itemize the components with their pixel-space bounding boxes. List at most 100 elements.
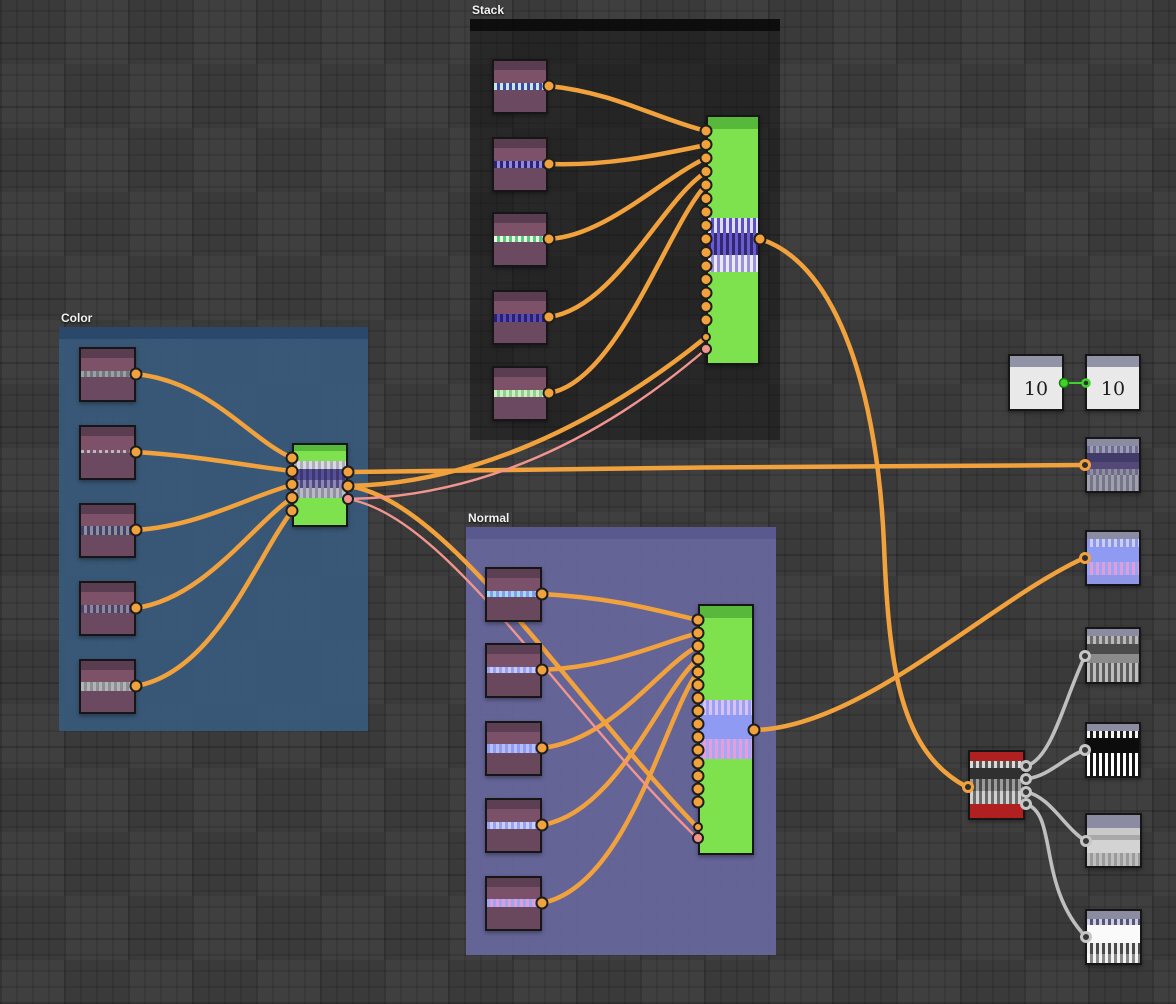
- port-color-merge-in-1[interactable]: [285, 451, 299, 465]
- port-stack-merge-in-2[interactable]: [699, 138, 713, 151]
- wire-color-merge-pink-to-stack-merge[interactable]: [346, 348, 707, 501]
- port-normal-merge-in-8[interactable]: [691, 704, 705, 718]
- port-normal-merge-in-9[interactable]: [691, 717, 705, 731]
- port-stack-merge-in-8[interactable]: [699, 219, 713, 232]
- port-stack-merge-in-3[interactable]: [699, 151, 713, 165]
- port-stack-merge-in-4[interactable]: [699, 165, 713, 178]
- wire-stack-5-to-merge[interactable]: [546, 182, 709, 396]
- port-normal-input-2-out[interactable]: [535, 663, 549, 677]
- port-stack-merge-in-9[interactable]: [699, 232, 713, 246]
- wire-normal-4-to-merge[interactable]: [539, 656, 701, 828]
- node-value-right[interactable]: 10: [1085, 354, 1141, 411]
- port-stack-merge-in-7[interactable]: [699, 205, 713, 219]
- wire-color-5-to-merge[interactable]: [133, 508, 295, 689]
- port-value-left-out[interactable]: [1058, 377, 1070, 389]
- wire-normal-2-to-merge[interactable]: [539, 630, 701, 673]
- wire-stack-3-to-merge[interactable]: [546, 155, 709, 242]
- port-color-input-3-out[interactable]: [129, 523, 143, 537]
- node-normal-input-3[interactable]: [485, 721, 542, 776]
- port-output-3-in[interactable]: [1079, 650, 1091, 662]
- port-normal-input-5-out[interactable]: [535, 896, 549, 910]
- node-stack-input-4[interactable]: [492, 290, 548, 345]
- port-stack-merge-in-15[interactable]: [699, 313, 713, 327]
- wire-color-1-to-merge[interactable]: [133, 371, 295, 461]
- wire-color-merge-pink-to-normal-merge[interactable]: [346, 497, 699, 840]
- node-stack-input-3[interactable]: [492, 212, 548, 267]
- wire-stack-4-to-merge[interactable]: [546, 169, 709, 320]
- port-stack-merge-in-5[interactable]: [699, 178, 713, 192]
- wire-red-to-output-4[interactable]: [1024, 748, 1087, 781]
- wire-red-to-output-3[interactable]: [1024, 654, 1087, 768]
- port-value-right-in[interactable]: [1081, 378, 1091, 388]
- port-stack-merge-in-6[interactable]: [699, 192, 713, 205]
- port-normal-merge-in-14[interactable]: [691, 782, 705, 796]
- port-red-node-in[interactable]: [962, 781, 974, 793]
- port-stack-merge-in-11[interactable]: [699, 259, 713, 273]
- node-output-3[interactable]: [1085, 627, 1141, 684]
- port-stack-input-3-out[interactable]: [542, 232, 556, 246]
- port-stack-merge-in-10[interactable]: [699, 246, 713, 259]
- port-color-merge-in-2[interactable]: [285, 464, 299, 478]
- port-normal-merge-in-10[interactable]: [691, 730, 705, 744]
- port-normal-merge-out[interactable]: [747, 723, 761, 737]
- node-normal-merge[interactable]: [698, 604, 754, 855]
- port-color-merge-out-1[interactable]: [341, 465, 355, 479]
- wire-normal-merge-to-output-2[interactable]: [751, 555, 1087, 733]
- node-color-input-5[interactable]: [79, 659, 136, 714]
- port-normal-merge-in-pink[interactable]: [692, 832, 704, 844]
- port-stack-input-1-out[interactable]: [542, 79, 556, 93]
- port-normal-merge-in-7[interactable]: [691, 691, 705, 705]
- port-color-input-2-out[interactable]: [129, 445, 143, 459]
- port-output-6-in[interactable]: [1080, 931, 1092, 943]
- port-normal-merge-in-15[interactable]: [691, 795, 705, 809]
- port-normal-merge-in-1[interactable]: [691, 613, 705, 627]
- port-stack-merge-in-14[interactable]: [699, 300, 713, 313]
- port-stack-input-5-out[interactable]: [542, 386, 556, 400]
- port-color-input-1-out[interactable]: [129, 367, 143, 381]
- port-stack-merge-out[interactable]: [753, 232, 767, 246]
- port-stack-merge-in-13[interactable]: [699, 286, 713, 300]
- port-normal-merge-in-2[interactable]: [691, 626, 705, 640]
- port-normal-input-4-out[interactable]: [535, 818, 549, 832]
- wire-stack-1-to-merge[interactable]: [546, 83, 709, 134]
- port-normal-merge-in-6[interactable]: [691, 678, 705, 692]
- port-red-node-out-2[interactable]: [1020, 773, 1032, 785]
- wire-stack-2-to-merge[interactable]: [546, 142, 709, 167]
- port-output-4-in[interactable]: [1079, 744, 1091, 756]
- port-color-merge-in-5[interactable]: [285, 504, 299, 518]
- port-color-input-4-out[interactable]: [129, 601, 143, 615]
- wire-normal-3-to-merge[interactable]: [539, 643, 701, 751]
- port-red-node-out-4[interactable]: [1020, 798, 1032, 810]
- node-color-input-2[interactable]: [79, 425, 136, 480]
- frame-stack-titlebar[interactable]: [470, 19, 780, 31]
- port-red-node-out-3[interactable]: [1020, 786, 1032, 798]
- node-color-input-1[interactable]: [79, 347, 136, 402]
- wire-red-to-output-5[interactable]: [1024, 790, 1088, 843]
- wire-color-merge-to-stack-merge[interactable]: [345, 335, 708, 489]
- node-value-left[interactable]: 10: [1008, 354, 1064, 411]
- port-normal-merge-in-small[interactable]: [693, 822, 703, 832]
- frame-color-titlebar[interactable]: [59, 327, 368, 339]
- node-output-2[interactable]: [1085, 530, 1141, 586]
- port-normal-input-1-out[interactable]: [535, 587, 549, 601]
- port-normal-merge-in-12[interactable]: [691, 756, 705, 770]
- port-normal-merge-in-4[interactable]: [691, 652, 705, 666]
- port-output-5-in[interactable]: [1080, 835, 1092, 847]
- wire-color-merge-to-output-1[interactable]: [345, 462, 1087, 475]
- port-stack-merge-in-1[interactable]: [699, 124, 713, 138]
- node-output-1[interactable]: [1085, 437, 1141, 493]
- node-stack-input-2[interactable]: [492, 137, 548, 192]
- port-stack-merge-in-small[interactable]: [701, 332, 711, 342]
- node-stack-input-5[interactable]: [492, 366, 548, 421]
- wire-red-to-output-6[interactable]: [1024, 802, 1088, 939]
- frame-normal-titlebar[interactable]: [466, 527, 776, 539]
- wire-color-3-to-merge[interactable]: [133, 482, 295, 533]
- port-normal-merge-in-11[interactable]: [691, 743, 705, 757]
- port-output-2-in[interactable]: [1079, 552, 1091, 564]
- node-normal-input-5[interactable]: [485, 876, 542, 931]
- port-normal-merge-in-3[interactable]: [691, 639, 705, 653]
- node-output-6[interactable]: [1085, 909, 1142, 965]
- port-stack-merge-in-pink[interactable]: [700, 343, 712, 355]
- port-color-merge-out-2[interactable]: [341, 479, 355, 493]
